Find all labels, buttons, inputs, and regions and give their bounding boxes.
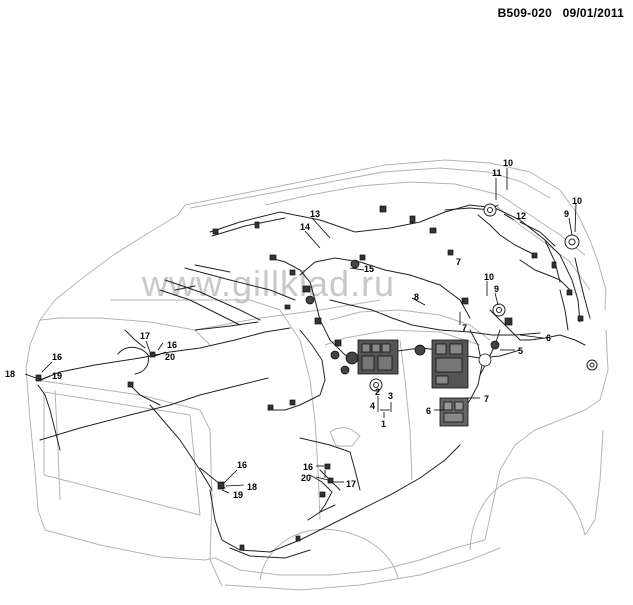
callout-4: 4	[370, 401, 375, 411]
callout-19: 19	[233, 490, 243, 500]
callout-19: 19	[52, 371, 62, 381]
callout-1: 1	[381, 419, 386, 429]
callout-6: 6	[546, 333, 551, 343]
callout-16: 16	[303, 462, 313, 472]
callout-11: 11	[492, 168, 502, 178]
callout-10: 10	[572, 196, 582, 206]
harness-connectors	[35, 205, 584, 551]
fuse-block-1	[357, 339, 399, 375]
vehicle-body-outline	[25, 159, 609, 591]
callout-18: 18	[5, 369, 15, 379]
callout-16: 16	[52, 352, 62, 362]
callout-6: 6	[426, 406, 431, 416]
callout-17: 17	[346, 479, 356, 489]
callout-labels: 10 11 10 9 12 13 14 15 10 9 8 7 6 5 7 6 …	[5, 158, 582, 500]
callout-20: 20	[165, 352, 175, 362]
callout-15: 15	[364, 264, 374, 274]
callout-7: 7	[484, 394, 489, 404]
part-reference: B509-020	[497, 6, 552, 20]
callout-leader-lines	[24, 168, 577, 494]
callout-8: 8	[414, 292, 419, 302]
speaker-component	[369, 203, 598, 392]
callout-17: 17	[140, 331, 150, 341]
callout-10: 10	[503, 158, 513, 168]
callout-12: 12	[516, 211, 526, 221]
callout-7: 7	[456, 257, 461, 267]
diagram-date: 09/01/2011	[562, 6, 624, 20]
diagram-reference-header: B509-020 09/01/2011	[498, 6, 624, 20]
harness-junction	[305, 259, 500, 375]
callout-9: 9	[564, 209, 569, 219]
watermark: www.gillklad.ru	[141, 263, 395, 304]
callout-10: 10	[484, 272, 494, 282]
callout-13: 13	[310, 209, 320, 219]
callout-16: 16	[167, 340, 177, 350]
callout-9: 9	[494, 284, 499, 294]
callout-3: 3	[388, 391, 393, 401]
callout-2: 2	[375, 387, 380, 397]
callout-14: 14	[300, 222, 310, 232]
callout-20: 20	[301, 473, 311, 483]
fuse-block-3	[439, 397, 469, 427]
callout-5: 5	[518, 346, 523, 356]
wiring-harness-lines	[37, 204, 591, 559]
callout-18: 18	[247, 482, 257, 492]
fuse-block-2	[431, 339, 469, 389]
callout-7: 7	[462, 323, 467, 333]
callout-16: 16	[237, 460, 247, 470]
